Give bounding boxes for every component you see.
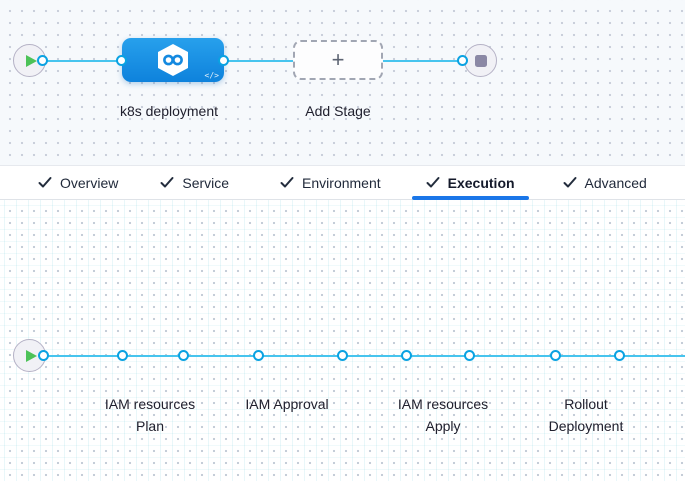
step-label: IAM resources Plan: [104, 396, 196, 434]
connector-port[interactable]: [178, 350, 189, 361]
connector-line: [30, 60, 464, 62]
active-tab-underline: [411, 196, 529, 200]
connector-port[interactable]: [337, 350, 348, 361]
stage-config-tabs: Overview Service Environment Execution: [0, 165, 685, 200]
tab-label: Overview: [60, 174, 119, 191]
plus-icon: +: [331, 47, 345, 72]
connector-port[interactable]: [457, 55, 468, 66]
tab-label: Advanced: [584, 174, 647, 191]
connector-port[interactable]: [37, 55, 48, 66]
play-icon: [25, 54, 37, 67]
check-icon: [280, 176, 294, 189]
stage-label: k8s deployment: [119, 103, 219, 119]
tab-label: Service: [182, 174, 230, 191]
tab-service[interactable]: Service: [146, 166, 243, 199]
connector-port[interactable]: [464, 350, 475, 361]
stage-node-k8s-deployment[interactable]: </>: [122, 38, 224, 82]
code-icon: </>: [204, 71, 219, 80]
play-icon: [25, 349, 37, 362]
check-icon: [38, 176, 52, 189]
tab-execution[interactable]: Execution: [411, 166, 529, 200]
tab-label: Environment: [302, 174, 381, 191]
connector-port[interactable]: [550, 350, 561, 361]
check-icon: [563, 176, 577, 189]
tab-label: Execution: [447, 174, 515, 191]
stage-graph-canvas[interactable]: </> k8s deployment + Add Stage: [0, 0, 685, 165]
step-label: IAM Approval: [245, 396, 329, 412]
connector-port[interactable]: [38, 350, 49, 361]
connector-port[interactable]: [614, 350, 625, 361]
pipeline-end-button[interactable]: [464, 44, 497, 77]
stop-icon: [474, 54, 487, 67]
tab-advanced[interactable]: Advanced: [549, 166, 661, 199]
tab-overview[interactable]: Overview: [24, 166, 132, 199]
add-stage-button[interactable]: +: [293, 40, 383, 80]
execution-graph-canvas[interactable]: </> IAM resources Plan IAM: [0, 200, 685, 481]
add-stage-label: Add Stage: [305, 103, 371, 119]
step-label: IAM resources Apply: [397, 396, 489, 434]
harness-cd-stage-icon: [155, 43, 191, 77]
connector-port[interactable]: [253, 350, 264, 361]
connector-port[interactable]: [116, 55, 127, 66]
tab-environment[interactable]: Environment: [266, 166, 395, 199]
connector-port[interactable]: [218, 55, 229, 66]
check-icon: [426, 176, 440, 189]
step-label: Rollout Deployment: [548, 396, 624, 434]
connector-line: [30, 355, 685, 357]
connector-port[interactable]: [401, 350, 412, 361]
check-icon: [160, 176, 174, 189]
connector-port[interactable]: [117, 350, 128, 361]
